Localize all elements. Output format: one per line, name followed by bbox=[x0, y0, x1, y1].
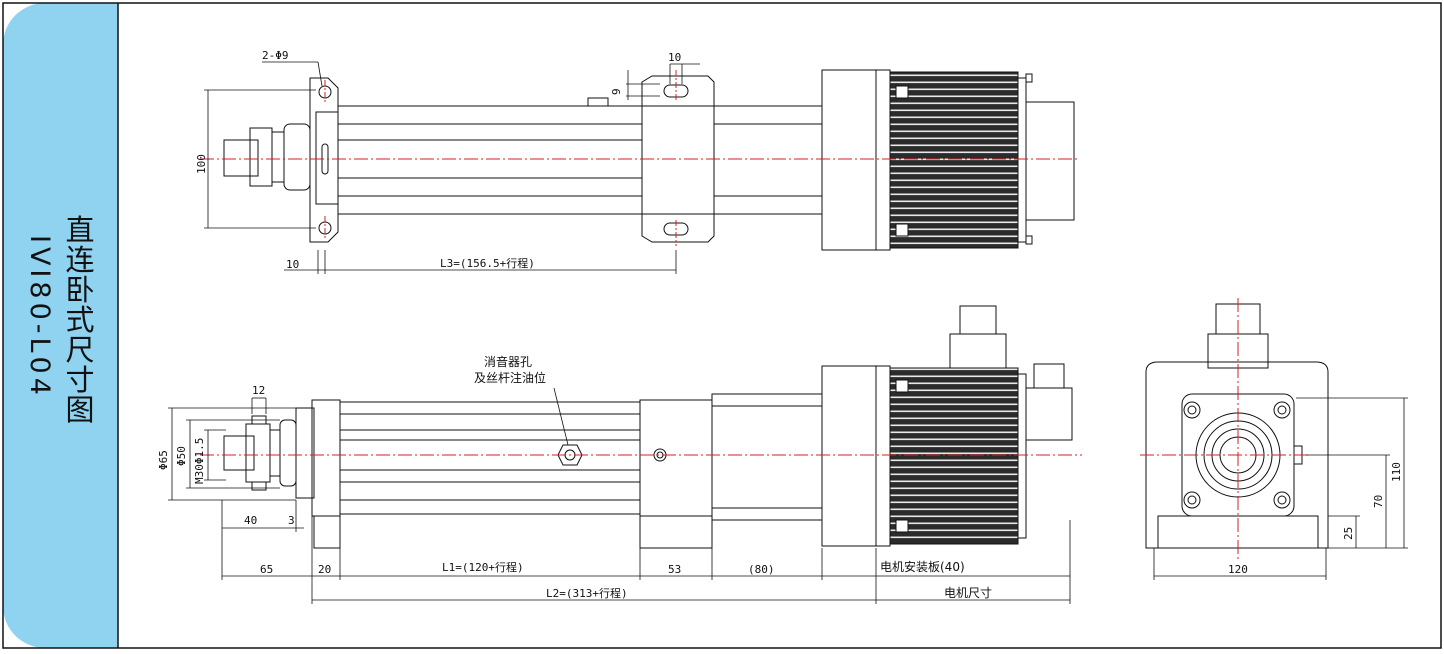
dim-phi50: Φ50 bbox=[175, 446, 188, 466]
dim-end-120: 120 bbox=[1228, 563, 1248, 576]
end-view bbox=[1145, 303, 1329, 549]
top-view bbox=[223, 69, 1075, 251]
sidebar-title: 直连卧式尺寸图 bbox=[65, 213, 95, 427]
dim-3: 3 bbox=[288, 514, 295, 527]
dim-flat-12: 12 bbox=[252, 384, 265, 397]
dim-motor-plate: 电机安装板(40) bbox=[880, 559, 965, 574]
dim-thread: M30Φ1.5 bbox=[193, 438, 206, 484]
side-view bbox=[223, 305, 1073, 549]
dim-end-25: 25 bbox=[1342, 527, 1355, 540]
dim-end-70: 70 bbox=[1372, 495, 1385, 508]
dim-phi65: Φ65 bbox=[157, 450, 170, 470]
dim-l1: L1=(120+行程) bbox=[442, 561, 524, 574]
note-muffler-line2: 及丝杆注油位 bbox=[474, 370, 546, 385]
dim-20: 20 bbox=[318, 563, 331, 576]
dim-motor-size: 电机尺寸 bbox=[944, 586, 992, 600]
dim-slot-height: 9 bbox=[610, 88, 623, 95]
dim-l3: L3=(156.5+行程) bbox=[440, 257, 535, 270]
side-rod-end bbox=[223, 435, 255, 471]
sidebar-model-code: IVI80-L04 bbox=[24, 235, 55, 399]
top-rod-end bbox=[223, 139, 259, 177]
dim-edge-10: 10 bbox=[286, 258, 299, 271]
dim-l2: L2=(313+行程) bbox=[546, 587, 628, 600]
dim-80: (80) bbox=[748, 563, 775, 576]
dim-slot-width: 10 bbox=[668, 51, 681, 64]
dim-53: 53 bbox=[668, 563, 681, 576]
note-muffler-line1: 消音器孔 bbox=[484, 354, 532, 369]
dim-holes: 2-Φ9 bbox=[262, 49, 289, 62]
dim-height-100: 100 bbox=[195, 154, 208, 174]
dim-65: 65 bbox=[260, 563, 273, 576]
dim-40: 40 bbox=[244, 514, 257, 527]
sidebar-panel: 直连卧式尺寸图 IVI80-L04 bbox=[3, 3, 118, 648]
dim-end-110: 110 bbox=[1390, 462, 1403, 482]
